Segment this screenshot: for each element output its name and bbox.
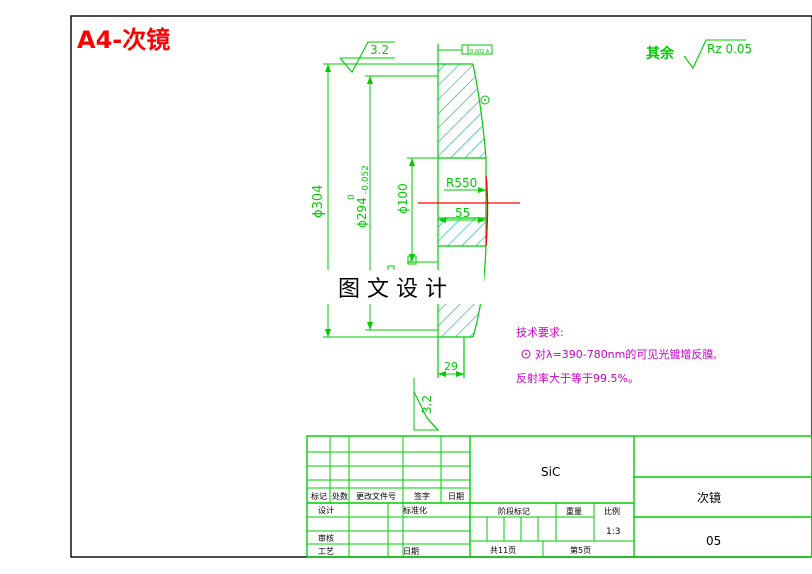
dim-mid-diameter: ϕ294	[355, 197, 369, 228]
flatness-tolerance-frame: 0.002 A	[438, 44, 493, 55]
tb-drawing-no: 05	[706, 534, 721, 548]
dim-outer-diameter: ϕ304	[311, 185, 326, 218]
datum-label: A	[409, 258, 414, 265]
surface-marker-icon	[480, 95, 490, 105]
tb-scale-label: 比例	[604, 506, 620, 516]
tb-weight: 重量	[566, 506, 582, 516]
watermark-text: 图 文 设 计	[338, 277, 447, 302]
tb-material: SiC	[541, 465, 560, 479]
coating-bullet-icon	[521, 349, 531, 359]
tb-col-date: 日期	[448, 492, 464, 501]
tb-part-name: 次镜	[697, 490, 721, 505]
watermark-background	[326, 270, 484, 304]
radius-arc-marker	[485, 175, 489, 247]
top-roughness-symbol: 3.2	[339, 41, 395, 73]
tb-row-design: 设计	[318, 505, 334, 515]
dim-thickness: 29	[444, 360, 458, 373]
datum-box	[407, 255, 417, 265]
top-roughness-value: 3.2	[370, 43, 389, 57]
tb-sheet-no: 第5页	[570, 545, 591, 555]
tb-col-sign: 签字	[414, 491, 430, 501]
sheet-title: A4-次镜	[77, 26, 170, 54]
tb-scale-value: 1:3	[606, 527, 620, 537]
tb-stage-mark: 阶段标记	[498, 506, 530, 516]
dim-radius: R550	[446, 176, 477, 190]
tb-row-process: 工艺	[318, 547, 334, 556]
dim-mid-tol-lower: -0.052	[361, 165, 371, 194]
tb-col-count: 处数	[332, 491, 348, 501]
tb-row-review: 审核	[318, 533, 334, 543]
tech-requirements: 技术要求: 对λ=390-780nm的可见光镀增反膜, 反射率大于等于99.5%…	[516, 326, 717, 385]
tolerance-flag-text: 0.002 A	[470, 49, 490, 55]
tb-col-mark: 标记	[311, 491, 327, 501]
tb-sheets-total: 共11页	[490, 546, 516, 555]
tech-heading: 技术要求:	[516, 326, 564, 339]
section-upper-hatch	[438, 64, 486, 158]
others-label: 其余	[646, 45, 675, 62]
tb-col-change-doc: 更改文件号	[356, 491, 396, 501]
title-block-text: 标记 处数 更改文件号 签字 日期 设计 标准化 审核 工艺 日期 SiC 阶段…	[311, 465, 721, 556]
title-block	[306, 435, 812, 558]
tb-row-date: 日期	[403, 547, 419, 556]
dim-mid-tol-upper: 0	[347, 194, 357, 200]
dim-length: 55	[455, 206, 470, 220]
tech-line-1: 对λ=390-780nm的可见光镀增反膜,	[535, 347, 717, 361]
general-roughness-note: 其余 Rz 0.05	[646, 39, 752, 70]
bottom-roughness-symbol: 3.2	[413, 391, 440, 431]
dim-bore-diameter: ϕ100	[396, 183, 410, 214]
bottom-roughness-value: 3.2	[420, 395, 434, 414]
others-value: Rz 0.05	[707, 42, 752, 56]
tech-line-2: 反射率大于等于99.5%。	[516, 371, 639, 385]
tb-row-standard: 标准化	[403, 505, 427, 515]
